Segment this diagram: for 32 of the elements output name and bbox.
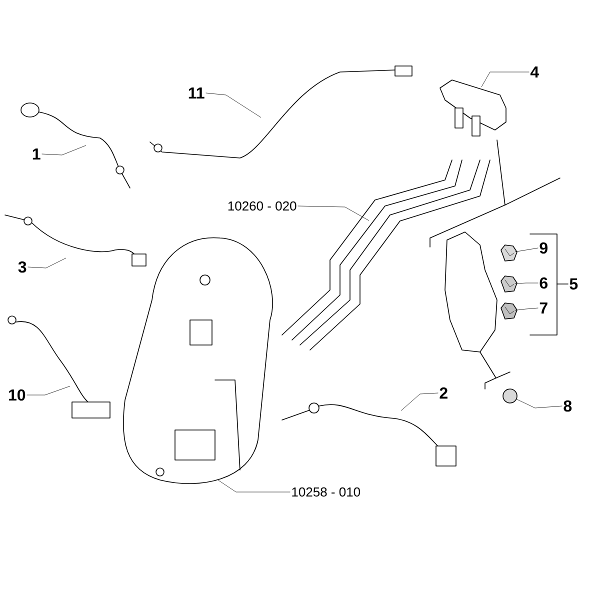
sensor-drawing xyxy=(20,102,130,188)
leader-line xyxy=(28,258,66,268)
leader-line xyxy=(218,480,290,492)
filter-drawing xyxy=(123,237,273,484)
sensor-drawing xyxy=(8,316,110,418)
leader-line xyxy=(481,72,530,87)
callout-number: 9 xyxy=(540,242,548,254)
leader-line xyxy=(401,392,438,411)
sensor-drawing xyxy=(150,66,412,158)
sensor-drawing xyxy=(282,402,456,466)
leader-line xyxy=(26,386,70,396)
leader-line xyxy=(515,282,538,284)
leader-line xyxy=(42,145,86,156)
cap-drawing xyxy=(502,388,518,404)
leader-line xyxy=(515,308,538,310)
part-number: 10260 - 020 xyxy=(228,201,296,211)
bush-drawing xyxy=(500,302,518,320)
callout-number: 6 xyxy=(540,277,548,289)
leader-line xyxy=(298,206,369,221)
callout-number: 8 xyxy=(564,400,572,412)
leader-line xyxy=(206,92,261,118)
callout-number: 4 xyxy=(530,66,540,78)
callout-number: 7 xyxy=(540,302,548,314)
bush-drawing xyxy=(500,276,518,292)
pressure-sensor-drawing xyxy=(440,80,506,136)
bush-drawing xyxy=(500,244,518,262)
leader-line xyxy=(515,248,538,252)
callout-number: 5 xyxy=(570,278,578,290)
leader-line xyxy=(516,399,562,408)
part-number: 10258 - 010 xyxy=(292,487,360,497)
callout-number: 3 xyxy=(18,261,26,273)
callout-number: 2 xyxy=(440,387,448,399)
